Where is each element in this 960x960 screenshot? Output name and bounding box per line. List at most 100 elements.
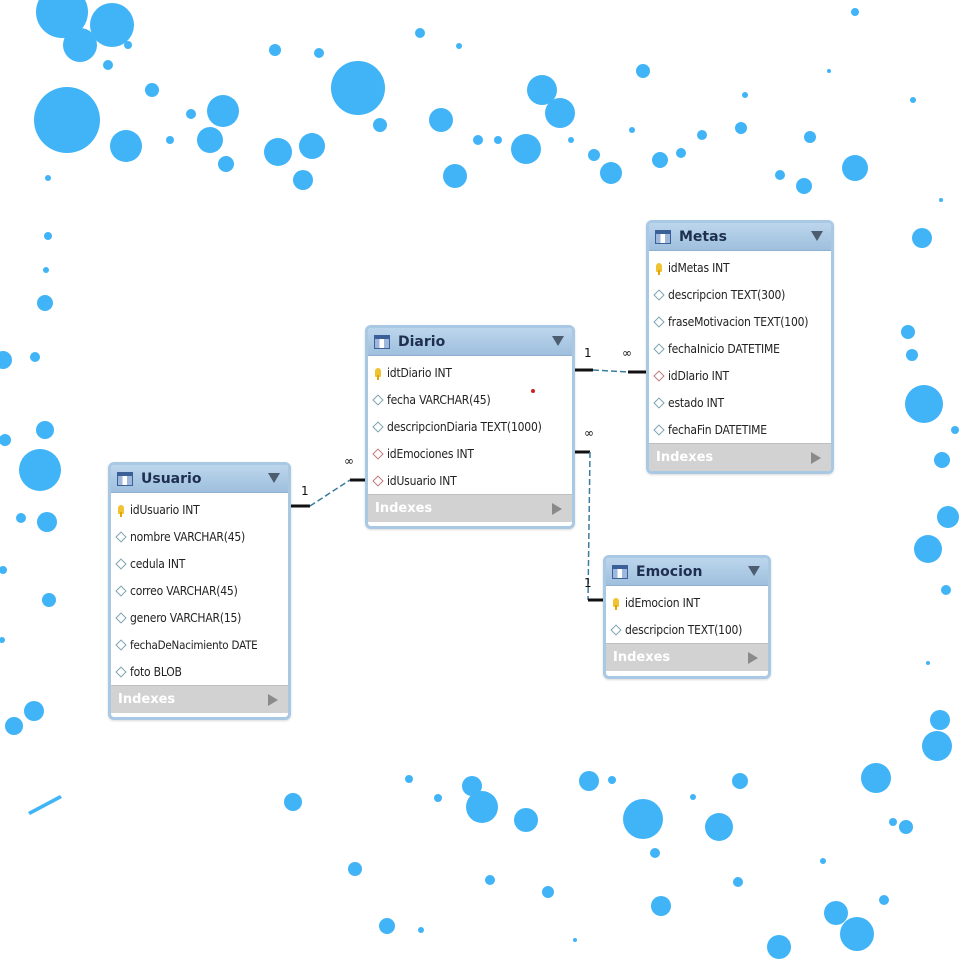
column-label: genero VARCHAR(15) [130, 610, 242, 625]
marker-dot [531, 389, 535, 393]
column-label: foto BLOB [130, 664, 182, 679]
column-label: fechaFin DATETIME [668, 422, 767, 437]
column-icon [115, 638, 127, 651]
expand-arrow-icon[interactable] [552, 503, 562, 515]
column-label: idMetas INT [668, 260, 730, 275]
column-label: idEmociones INT [387, 446, 474, 461]
table-header[interactable]: Metas [649, 223, 831, 251]
column-label: fecha VARCHAR(45) [387, 392, 491, 407]
key-icon [653, 263, 665, 275]
dropdown-arrow-icon[interactable] [748, 566, 760, 576]
expand-arrow-icon[interactable] [811, 452, 821, 464]
column-row[interactable]: nombre VARCHAR(45) [111, 523, 288, 550]
column-row[interactable]: foto BLOB [111, 658, 288, 685]
column-row[interactable]: idDIario INT [649, 362, 831, 389]
column-label: idUsuario INT [387, 473, 457, 488]
column-row[interactable]: fechaDeNacimiento DATE [111, 631, 288, 658]
column-icon [115, 584, 127, 597]
table-title: Diario [398, 333, 446, 350]
table-header[interactable]: Usuario [111, 465, 288, 493]
dropdown-arrow-icon[interactable] [268, 473, 280, 483]
column-label: idDIario INT [668, 368, 729, 383]
column-label: fechaDeNacimiento DATE [130, 637, 258, 652]
table-title: Emocion [636, 563, 703, 580]
indexes-label: Indexes [118, 692, 176, 707]
indexes-footer[interactable]: Indexes [368, 494, 572, 522]
column-row[interactable]: cedula INT [111, 550, 288, 577]
column-row[interactable]: descripcionDiaria TEXT(1000) [368, 413, 572, 440]
column-label: fraseMotivacion TEXT(100) [668, 314, 809, 329]
cardinality-many: ∞ [622, 346, 632, 360]
column-row[interactable]: descripcion TEXT(300) [649, 281, 831, 308]
column-label: estado INT [668, 395, 724, 410]
column-row[interactable]: fecha VARCHAR(45) [368, 386, 572, 413]
column-row[interactable]: idEmociones INT [368, 440, 572, 467]
column-icon [372, 420, 384, 433]
column-icon [115, 665, 127, 678]
table-icon [117, 471, 133, 486]
table-metas[interactable]: Metas idMetas INT descripcion TEXT(300) … [646, 220, 834, 474]
column-row[interactable]: fechaInicio DATETIME [649, 335, 831, 362]
column-row[interactable]: idUsuario INT [368, 467, 572, 494]
dropdown-arrow-icon[interactable] [552, 336, 564, 346]
key-icon [610, 598, 622, 610]
column-row[interactable]: fechaFin DATETIME [649, 416, 831, 443]
column-icon [372, 393, 384, 406]
column-label: descripcionDiaria TEXT(1000) [387, 419, 542, 434]
column-row[interactable]: idtDiario INT [368, 359, 572, 386]
table-title: Metas [679, 228, 727, 245]
cardinality-one: 1 [301, 484, 309, 498]
column-label: correo VARCHAR(45) [130, 583, 238, 598]
column-row[interactable]: estado INT [649, 389, 831, 416]
column-icon [115, 611, 127, 624]
table-icon [374, 334, 390, 349]
foreign-key-icon [653, 369, 665, 382]
column-icon [653, 396, 665, 409]
column-icon [115, 557, 127, 570]
indexes-footer[interactable]: Indexes [649, 443, 831, 471]
table-icon [655, 229, 671, 244]
table-title: Usuario [141, 470, 202, 487]
column-row[interactable]: fraseMotivacion TEXT(100) [649, 308, 831, 335]
table-usuario[interactable]: Usuario idUsuario INT nombre VARCHAR(45)… [108, 462, 291, 720]
cardinality-many: ∞ [344, 454, 354, 468]
column-label: cedula INT [130, 556, 186, 571]
table-header[interactable]: Emocion [606, 558, 768, 586]
column-row[interactable]: idMetas INT [649, 254, 831, 281]
table-header[interactable]: Diario [368, 328, 572, 356]
dropdown-arrow-icon[interactable] [811, 231, 823, 241]
column-row[interactable]: descripcion TEXT(100) [606, 616, 768, 643]
column-row[interactable]: idUsuario INT [111, 496, 288, 523]
column-icon [653, 288, 665, 301]
column-label: idUsuario INT [130, 502, 200, 517]
column-label: fechaInicio DATETIME [668, 341, 780, 356]
column-row[interactable]: correo VARCHAR(45) [111, 577, 288, 604]
table-icon [612, 564, 628, 579]
column-label: nombre VARCHAR(45) [130, 529, 246, 544]
indexes-footer[interactable]: Indexes [606, 643, 768, 671]
cardinality-one: 1 [584, 346, 592, 360]
column-row[interactable]: idEmocion INT [606, 589, 768, 616]
indexes-footer[interactable]: Indexes [111, 685, 288, 713]
indexes-label: Indexes [613, 650, 671, 665]
column-row[interactable]: genero VARCHAR(15) [111, 604, 288, 631]
column-label: idtDiario INT [387, 365, 452, 380]
indexes-label: Indexes [656, 450, 714, 465]
table-emocion[interactable]: Emocion idEmocion INT descripcion TEXT(1… [603, 555, 771, 679]
column-icon [115, 530, 127, 543]
cardinality-one: 1 [584, 576, 592, 590]
expand-arrow-icon[interactable] [748, 652, 758, 664]
column-label: descripcion TEXT(100) [625, 622, 743, 637]
column-icon [610, 623, 622, 636]
column-icon [653, 423, 665, 436]
key-icon [372, 368, 384, 380]
cardinality-many: ∞ [584, 426, 594, 440]
foreign-key-icon [372, 447, 384, 460]
column-icon [653, 342, 665, 355]
column-label: idEmocion INT [625, 595, 700, 610]
expand-arrow-icon[interactable] [268, 694, 278, 706]
column-icon [653, 315, 665, 328]
column-label: descripcion TEXT(300) [668, 287, 786, 302]
table-diario[interactable]: Diario idtDiario INT fecha VARCHAR(45) d… [365, 325, 575, 529]
